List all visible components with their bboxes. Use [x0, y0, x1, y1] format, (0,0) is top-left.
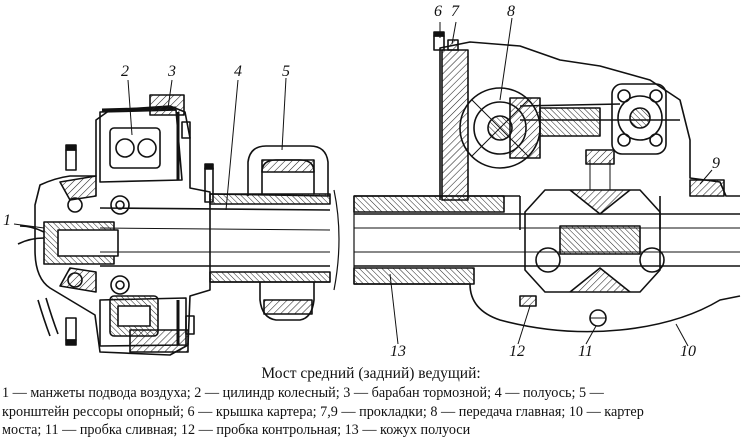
callout-10: 10: [680, 343, 696, 360]
housing-cover-bolts: [433, 31, 459, 51]
callout-7: 7: [451, 3, 459, 20]
caption-line: моста; 11 — пробка сливная; 12 — пробка …: [2, 422, 471, 438]
callout-6: 6: [434, 3, 442, 20]
callout-11: 11: [578, 343, 593, 360]
hub-bolts: [65, 121, 214, 346]
callout-1: 1: [3, 212, 11, 229]
caption-line: кронштейн рессоры опорный; 6 — крышка ка…: [2, 403, 644, 420]
drain-plug: [589, 309, 607, 327]
axle-technical-drawing: [13, 17, 741, 356]
differential: [524, 149, 665, 293]
callout-4: 4: [234, 63, 242, 80]
caption-legend: 1 — манжеты подвода воздуха; 2 — цилиндр…: [2, 384, 742, 440]
spring-support-bracket: [247, 145, 329, 321]
callout-3: 3: [168, 63, 176, 80]
half-axle-left: [99, 189, 340, 291]
leader-lines: [13, 17, 713, 347]
pinion-bearings: [611, 83, 667, 155]
callout-5: 5: [282, 63, 290, 80]
axle-housing-tube: [353, 195, 740, 285]
wheel-cylinder: [109, 127, 161, 337]
caption-title: Мост средний (задний) ведущий:: [261, 365, 481, 382]
main-gear: [459, 87, 541, 169]
callout-13: 13: [390, 343, 406, 360]
final-drive-housing: [439, 41, 741, 333]
caption-line: 1 — манжеты подвода воздуха; 2 — цилиндр…: [2, 385, 604, 401]
callout-8: 8: [507, 3, 515, 20]
callout-2: 2: [121, 63, 129, 80]
callout-12: 12: [509, 343, 525, 360]
callout-9: 9: [712, 155, 720, 172]
control-plug: [519, 295, 537, 307]
